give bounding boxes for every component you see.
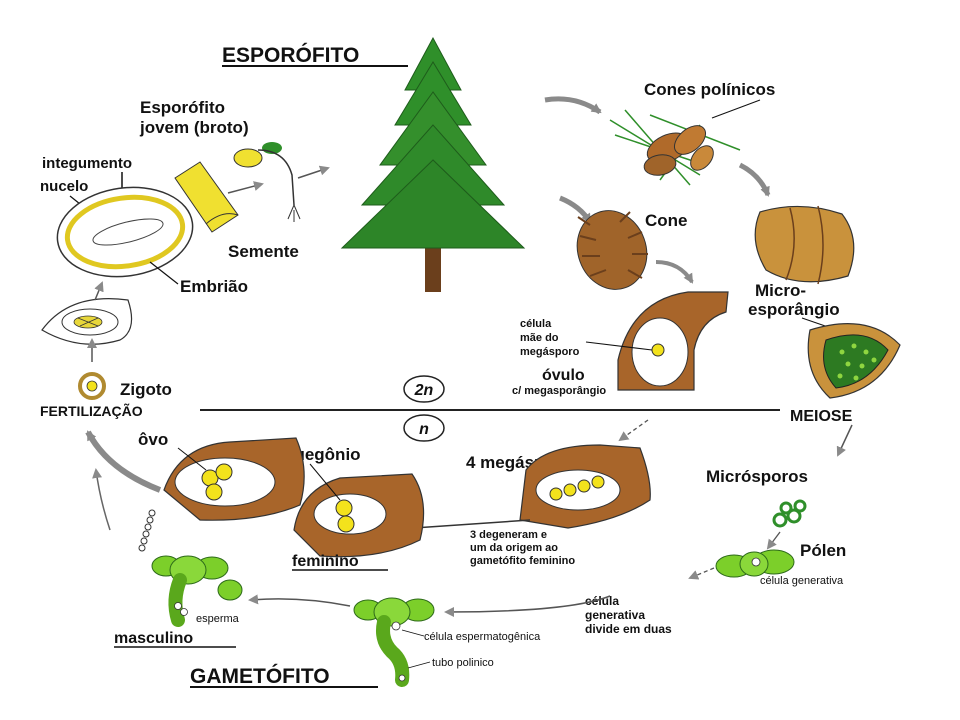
young-sporophyte-label-1: Esporófito (140, 98, 225, 117)
middle-to-left-male-arrow (248, 594, 351, 607)
sperm-label: esperma (196, 613, 240, 625)
female-gametophyte-front (293, 473, 425, 558)
tree-to-cone-arrow (559, 195, 593, 224)
fertilized-ovule (41, 298, 133, 345)
megasporangium-label: c/ megasporângio (512, 385, 606, 397)
degenerate-label-3: gametófito feminino (470, 555, 575, 567)
female-label: feminino (292, 553, 359, 570)
haploid-label: n (419, 421, 429, 438)
microsporangium-label-1: Micro- (755, 281, 806, 300)
ovule-label: óvulo (542, 367, 585, 384)
gametophyte-title: GAMETÓFITO (190, 664, 330, 688)
microspores-to-pollen-arrow (766, 531, 781, 550)
spermatogenic-pointer (401, 629, 425, 637)
haploid-badge: n (403, 414, 445, 442)
megaspore-mother-label-3: megásporo (520, 346, 580, 358)
diploid-badge: 2n (403, 375, 445, 403)
microsporangium-section (807, 323, 901, 399)
young-sporophyte-label-2: jovem (broto) (139, 118, 249, 137)
seedling-to-tree-arrow (297, 165, 330, 179)
male-gametophyte-left (151, 555, 243, 627)
pollen-dash-arrow (688, 567, 715, 580)
degenerate-label-2: um da origem ao (470, 542, 558, 554)
seed (174, 161, 239, 233)
pollen-cone-to-scale-arrow (738, 162, 771, 197)
zygote-label: Zigoto (120, 380, 172, 399)
ovule-cross-section (56, 186, 194, 278)
pollen-to-male-gametophyte-arrow (444, 595, 611, 617)
zygote (78, 372, 106, 400)
male-gametophyte-middle (353, 597, 435, 687)
embryo-pointer (149, 261, 179, 285)
sperm-chain (138, 509, 156, 552)
microspores-label: Micrósporos (706, 467, 808, 486)
male-to-fertilization-arrow (92, 468, 111, 531)
spermatogenic-cell-label: célula espermatogênica (424, 631, 541, 643)
gametophyte-to-fertilization-arrow (85, 430, 162, 493)
pollen-cones-cluster (609, 109, 741, 186)
pine-tree (340, 36, 526, 292)
pollen-tube-pointer (407, 661, 431, 669)
pollen-label: Pólen (800, 541, 846, 560)
egg-label: ôvo (138, 430, 168, 449)
cone-to-ovule-arrow (655, 260, 694, 284)
pollen-cones-label: Cones polínicos (644, 80, 775, 99)
egg-pointer (177, 447, 207, 471)
megaspores-to-female-arrow (412, 519, 531, 533)
male-label: masculino (114, 630, 193, 647)
megaspore-mother-label-1: célula (520, 318, 552, 330)
pollen-tube-label: tubo polinico (432, 657, 494, 669)
ovule-megasporangium (617, 291, 729, 391)
ovule-to-megaspores-arrow (618, 419, 649, 442)
generative-divides-label-2: generativa (585, 608, 645, 622)
meiosis-to-microspores-arrow (836, 424, 853, 457)
microsporangium-label-2: esporângio (748, 300, 840, 319)
pollen-cone-scale (754, 205, 855, 285)
seed-label: Semente (228, 242, 299, 261)
generative-divides-label-1: célula (585, 594, 619, 608)
integument-label: integumento (42, 155, 132, 172)
degenerate-label-1: 3 degeneram e (470, 529, 547, 541)
diploid-label: 2n (414, 382, 434, 399)
pollen-cones-pointer (711, 99, 761, 119)
megaspore-mother-label-2: mãe do (520, 332, 559, 344)
young-sporophyte-seedling (233, 142, 301, 222)
archegonium-pointer (309, 463, 341, 501)
seed-to-seedling-arrow (227, 181, 264, 194)
fertilization-label: FERTILIZAÇÃO (40, 402, 143, 419)
megaspore-mother-pointer (585, 341, 653, 351)
sporophyte-title: ESPORÓFITO (222, 43, 359, 67)
embryo-label: Embrião (180, 277, 248, 296)
generative-cell-label: célula generativa (760, 575, 844, 587)
megaspores-ovule (519, 444, 651, 529)
microspores (772, 499, 807, 528)
nucellus-label: nucelo (40, 178, 88, 195)
female-gametophyte-back (163, 437, 305, 521)
meiosis-label: MEIOSE (790, 408, 853, 425)
female-cone (576, 210, 648, 290)
pollen-grain (715, 549, 795, 578)
cone-label: Cone (645, 211, 688, 230)
generative-divides-label-3: divide em duas (585, 622, 672, 636)
ovule-to-seed-arrow (94, 281, 104, 301)
tree-to-pollen-cones-arrow (544, 96, 602, 115)
